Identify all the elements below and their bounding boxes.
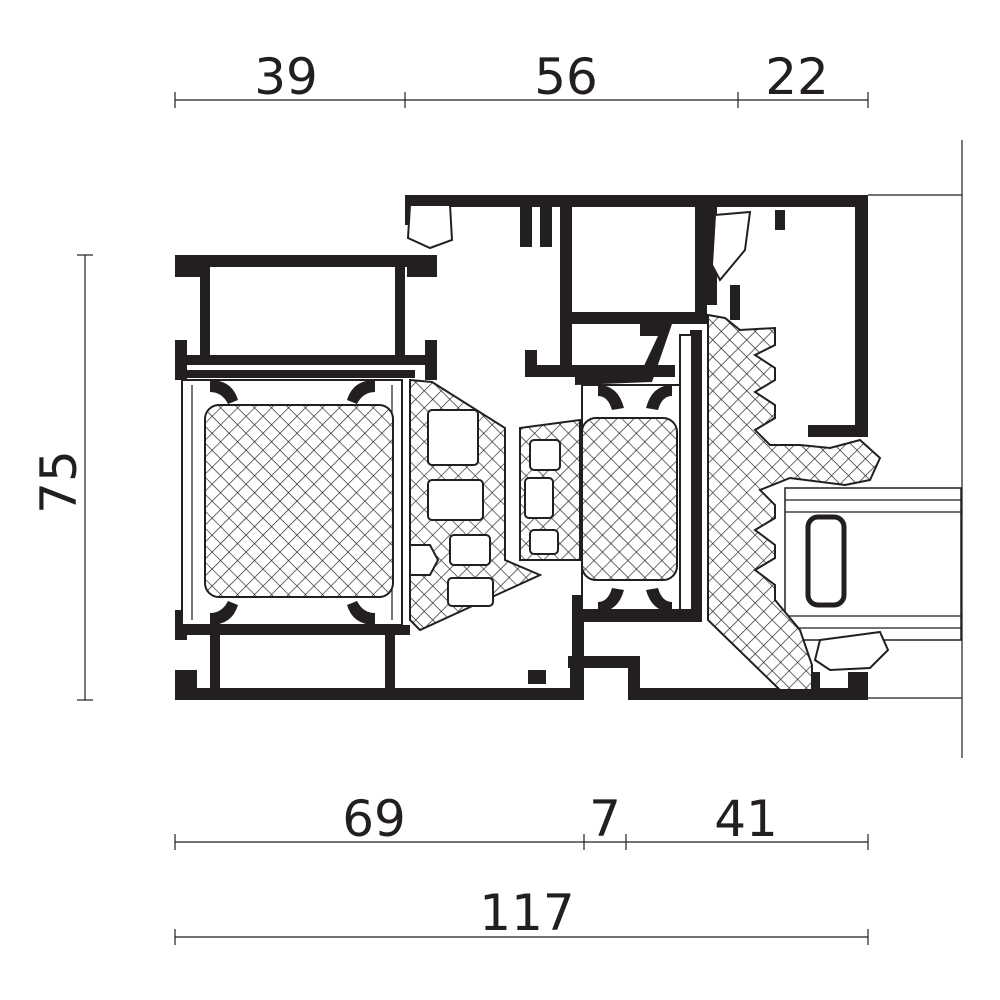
- dim-height: 75: [30, 450, 88, 514]
- dim-bottom-1: 69: [342, 790, 406, 848]
- bottom-dimension-chain: 69 7 41: [174, 790, 869, 850]
- dim-overall: 117: [479, 884, 574, 942]
- glass-panel: [784, 487, 962, 641]
- height-dimension: 75: [30, 254, 93, 701]
- dim-top-3: 22: [765, 48, 829, 106]
- left-insulation-core: [181, 379, 403, 626]
- dim-bottom-3: 41: [714, 790, 778, 848]
- right-insulation-core: [581, 334, 693, 612]
- glazing-gasket: [406, 204, 890, 691]
- profile-section: [175, 195, 962, 700]
- top-dimension-chain: 39 56 22: [174, 48, 869, 108]
- reference-line: [868, 140, 963, 758]
- thermal-break: [409, 378, 581, 632]
- dim-bottom-2: 7: [589, 790, 621, 848]
- dim-top-1: 39: [254, 48, 318, 106]
- overall-dimension: 117: [174, 884, 869, 945]
- dim-top-2: 56: [534, 48, 598, 106]
- left-frame-profile: [175, 255, 584, 700]
